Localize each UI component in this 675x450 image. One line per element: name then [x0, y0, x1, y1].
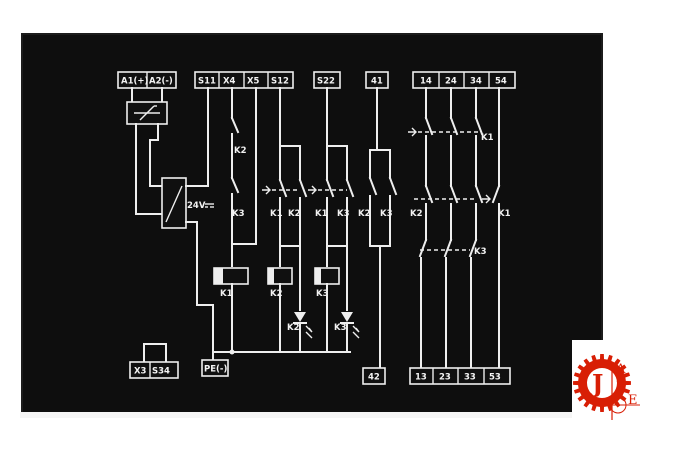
terminal-s11-s12: S11 X4 X5 S12 [194, 71, 294, 89]
terminal-42-label: 42 [368, 373, 380, 383]
channel-41-42: K2 K3 42 [358, 87, 398, 385]
terminal-53-label: 53 [489, 373, 501, 383]
terminal-14-label: 14 [420, 77, 432, 87]
power-supply-section: 24V [126, 87, 214, 306]
k3-coil-branch: K1 K3 K3 K3 [308, 87, 360, 353]
logo-letter-j: J [590, 369, 603, 398]
supply-voltage-label: 24V [187, 201, 206, 211]
contact-label-k1-d: K1 [498, 209, 511, 219]
terminal-s11-label: S11 [198, 77, 216, 87]
led-k2-icon [294, 312, 306, 322]
contact-label-k2-a: K2 [234, 146, 247, 156]
contact-label-k2-c: K2 [358, 209, 371, 219]
jae-logo: J A E E [572, 340, 675, 450]
terminal-13-label: 13 [415, 373, 427, 383]
terminal-14-54: 14 24 34 54 [412, 71, 516, 89]
coil-label-k2: K2 [270, 289, 283, 299]
terminal-x4-label: X4 [223, 77, 236, 87]
terminal-a2-label: A2(-) [149, 77, 173, 87]
terminal-x5-label: X5 [247, 77, 260, 87]
k1-coil-chain: K2 K3 K1 [213, 87, 257, 355]
contact-label-k1-b: K1 [315, 209, 328, 219]
gear-tooth [573, 380, 580, 386]
terminal-pe-label: PE(-) [204, 365, 227, 375]
coil-label-k1: K1 [220, 289, 233, 299]
led-label-k3: K3 [334, 323, 347, 333]
terminal-24-label: 24 [445, 77, 457, 87]
terminal-x3-s34: X3 S34 [129, 343, 179, 379]
contact-label-k2-d: K2 [410, 209, 423, 219]
logo-letter-e2: E [628, 393, 638, 408]
contact-label-k1-a: K1 [270, 209, 283, 219]
contact-label-k3-d: K3 [474, 247, 487, 257]
gear-tooth [599, 405, 605, 412]
contact-label-k3-c: K3 [380, 209, 393, 219]
terminal-41-label: 41 [371, 77, 383, 87]
terminal-23-label: 23 [439, 373, 451, 383]
output-channels: K1 K2 K1 K3 13 23 33 53 [408, 87, 511, 385]
contact-label-k2-b: K2 [288, 209, 301, 219]
contact-label-k3-a: K3 [232, 209, 245, 219]
device-panel [22, 34, 602, 414]
terminal-a1-a2: A1(+) A2(-) [117, 71, 177, 89]
logo-letter-e1: E [616, 380, 626, 395]
gear-tooth [624, 380, 631, 386]
terminal-s12-label: S12 [271, 77, 289, 87]
terminal-x3-label: X3 [134, 367, 147, 377]
terminal-s22: S22 [313, 71, 341, 89]
contact-label-k1-c: K1 [481, 133, 494, 143]
terminal-54-label: 54 [495, 77, 507, 87]
terminal-41: 41 [365, 71, 389, 89]
led-k3-icon [341, 312, 353, 322]
pe-return-rail: PE(-) [196, 304, 351, 377]
coil-label-k3: K3 [316, 289, 329, 299]
gear-tooth [599, 354, 605, 361]
terminal-33-label: 33 [464, 373, 476, 383]
terminal-s34-label: S34 [152, 367, 170, 377]
logo-letter-a: A [615, 362, 626, 377]
k2-coil-branch: K1 K2 K2 K2 [262, 87, 313, 353]
terminal-s22-label: S22 [317, 77, 335, 87]
terminal-a1-label: A1(+) [121, 77, 148, 87]
terminal-34-label: 34 [470, 77, 482, 87]
led-label-k2: K2 [287, 323, 300, 333]
contact-label-k3-b: K3 [337, 209, 350, 219]
